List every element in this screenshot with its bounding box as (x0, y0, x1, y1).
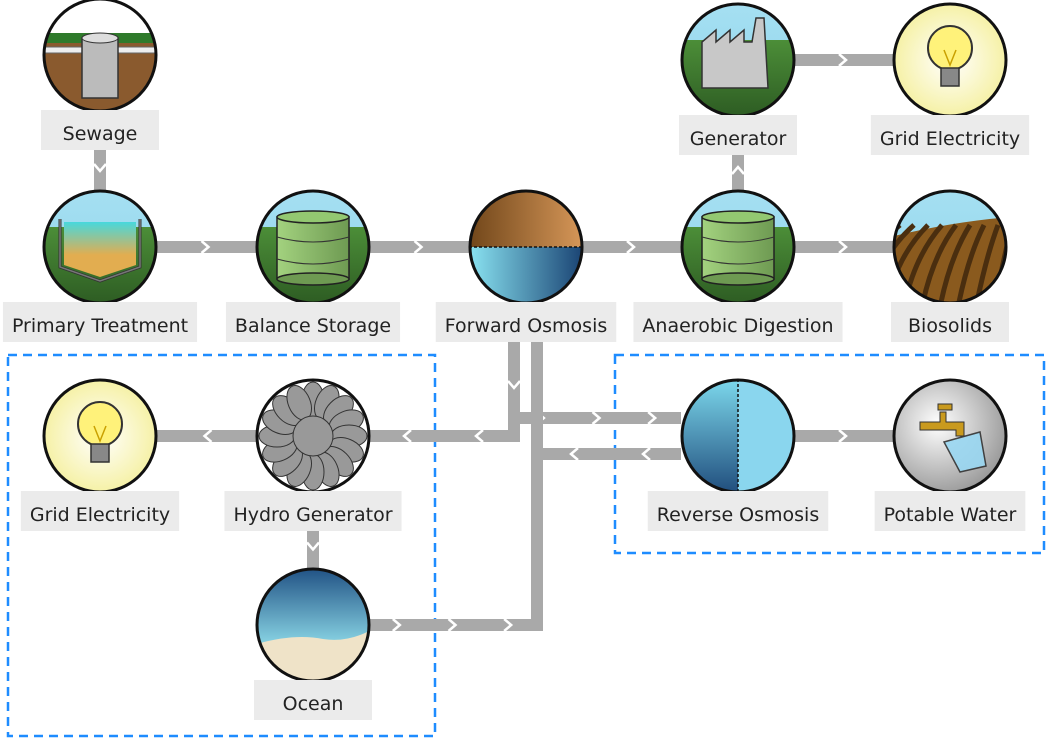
node-label-text: Hydro Generator (233, 504, 392, 526)
flow-pipe (795, 240, 893, 254)
node-hydro-generator: Hydro Generator (224, 378, 402, 531)
tap-glass-icon (894, 380, 1006, 492)
node-grid-electricity-top: Grid Electricity (870, 2, 1030, 155)
node-label: Primary Treatment (2, 302, 198, 342)
flow-arrow (507, 380, 521, 390)
flow-arrow (402, 429, 412, 443)
node-reverse-osmosis: Reverse Osmosis (647, 378, 829, 531)
node-label-text: Anaerobic Digestion (642, 315, 833, 337)
node-label-text: Grid Electricity (30, 504, 170, 526)
flow-arrow (626, 240, 636, 254)
flow-pipe (537, 447, 681, 461)
flow-arrow (306, 541, 320, 552)
node-label: Biosolids (891, 302, 1009, 342)
node-forward-osmosis: Forward Osmosis (435, 189, 617, 342)
light-bulb-icon (44, 380, 156, 492)
flow-arrow (647, 411, 658, 425)
membrane-icon (682, 380, 794, 492)
node-label-text: Biosolids (908, 315, 992, 337)
flow-pipe (795, 53, 893, 67)
flow-pipe (157, 429, 256, 443)
node-label: Balance Storage (225, 302, 401, 342)
flow-arrow (413, 240, 424, 254)
flow-pipe (93, 148, 107, 190)
flow-arrow (838, 240, 848, 254)
turbine-icon (257, 380, 369, 492)
flow-pipe (370, 240, 469, 254)
node-label: Sewage (41, 110, 159, 150)
node-label-text: Forward Osmosis (445, 315, 608, 337)
node-biosolids: Biosolids (891, 189, 1009, 342)
ocean-beach-icon (257, 569, 369, 681)
node-potable-water: Potable Water (874, 378, 1026, 531)
membrane-icon (470, 191, 582, 303)
node-grid-electricity-left: Grid Electricity (20, 378, 180, 531)
node-label: Grid Electricity (20, 491, 180, 531)
flow-arrow (93, 163, 107, 173)
flow-pipe (795, 429, 893, 443)
node-anaerobic-digestion: Anaerobic Digestion (633, 189, 843, 342)
flow-arrow (591, 411, 602, 425)
hydro-boundary-box (6, 353, 437, 738)
node-label-text: Balance Storage (235, 315, 391, 337)
flow-pipe (370, 336, 521, 443)
node-generator: Generator (679, 2, 797, 155)
digester-tank-icon (682, 191, 794, 303)
flow-arrow (641, 447, 651, 461)
node-balance-storage: Balance Storage (225, 189, 401, 342)
flow-arrow (838, 429, 848, 443)
flow-pipe (157, 240, 256, 254)
flow-arrow (838, 53, 848, 67)
flow-arrow (569, 447, 579, 461)
light-bulb-icon (894, 4, 1006, 116)
node-label: Hydro Generator (224, 491, 402, 531)
flow-arrow (447, 618, 458, 632)
node-label: Reverse Osmosis (647, 491, 829, 531)
flow-arrow (200, 240, 211, 254)
node-label: Forward Osmosis (435, 302, 617, 342)
node-primary-treatment: Primary Treatment (2, 189, 198, 342)
storage-tank-icon (257, 191, 369, 303)
flow-arrow (474, 429, 484, 443)
node-label: Potable Water (874, 491, 1026, 531)
node-sewage: Sewage (41, 0, 159, 150)
flow-arrow (392, 618, 402, 632)
factory-icon (682, 4, 794, 116)
node-label-text: Sewage (63, 123, 138, 145)
node-ocean: Ocean (254, 567, 372, 720)
node-label: Ocean (254, 680, 372, 720)
flow-pipe (583, 240, 681, 254)
node-label-text: Reverse Osmosis (657, 504, 819, 526)
flow-arrow (731, 165, 745, 175)
settling-tank-icon (44, 191, 156, 303)
flow-arrow (503, 618, 514, 632)
node-label-text: Primary Treatment (12, 315, 188, 337)
node-label: Anaerobic Digestion (633, 302, 843, 342)
node-label-text: Potable Water (884, 504, 1017, 526)
flow-pipe (306, 527, 320, 568)
node-label-text: Grid Electricity (880, 128, 1020, 150)
node-label-text: Ocean (283, 693, 344, 715)
node-label: Generator (679, 115, 797, 155)
node-label-text: Generator (690, 128, 787, 150)
flow-arrow (202, 429, 213, 443)
node-label: Grid Electricity (870, 115, 1030, 155)
ploughed-field-icon (894, 191, 1006, 303)
